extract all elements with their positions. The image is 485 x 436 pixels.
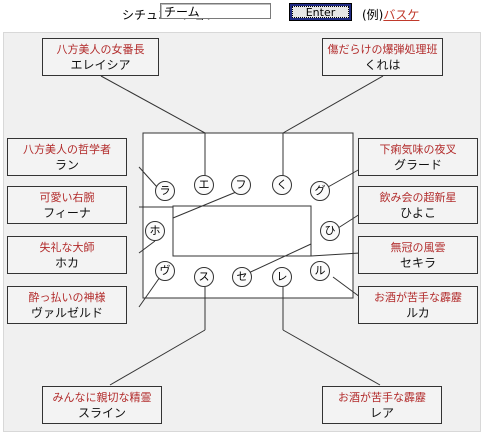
- member-name: レア: [369, 406, 394, 420]
- enter-button-label: Enter: [292, 6, 349, 18]
- seat-left-mid[interactable]: ホ: [145, 221, 165, 241]
- member-title: 八方美人の哲学者: [23, 143, 111, 156]
- seat-bottom-5[interactable]: ル: [310, 261, 330, 281]
- member-name: ルカ: [406, 306, 430, 320]
- seat-top-1[interactable]: ラ: [155, 181, 175, 201]
- member-title: 八方美人の女番長: [56, 43, 145, 56]
- member-title: 飲み会の超新星: [379, 191, 457, 204]
- seat-top-3[interactable]: フ: [231, 175, 251, 195]
- seating-panel: [3, 32, 481, 432]
- member-card-right-1[interactable]: 下痢気味の夜叉 グラード: [358, 138, 478, 176]
- member-title: お酒が苦手な霹靂: [374, 291, 462, 304]
- member-name: ひよこ: [399, 206, 436, 220]
- member-title: みんなに親切な精霊: [52, 391, 152, 404]
- member-card-left-2[interactable]: 可愛い右腕 フィーナ: [7, 186, 127, 224]
- member-title: 傷だらけの爆弾処理班: [327, 43, 438, 56]
- member-title: 下痢気味の夜叉: [379, 143, 457, 156]
- seat-bottom-1[interactable]: ヴ: [155, 261, 175, 281]
- example-prefix: (例): [362, 8, 384, 22]
- member-title: 酔っ払いの神様: [28, 291, 106, 304]
- member-card-left-3[interactable]: 失礼な大師 ホカ: [7, 236, 127, 274]
- member-name: ホカ: [54, 256, 79, 270]
- member-card-right-2[interactable]: 飲み会の超新星 ひよこ: [358, 186, 478, 224]
- member-card-right-3[interactable]: 無冠の風雲 セキラ: [358, 236, 478, 274]
- member-name: スライン: [77, 406, 126, 420]
- member-card-top-left[interactable]: 八方美人の女番長 エレイシア: [42, 38, 159, 76]
- member-card-left-1[interactable]: 八方美人の哲学者 ラン: [7, 138, 127, 176]
- member-card-right-4[interactable]: お酒が苦手な霹靂 ルカ: [358, 286, 478, 324]
- member-name: くれは: [364, 58, 401, 72]
- member-name: セキラ: [399, 256, 436, 270]
- member-title: お酒が苦手な霹靂: [338, 391, 426, 404]
- situation-bar: シチュエーション: Enter (例)バスケ: [0, 0, 485, 28]
- member-title: 無冠の風雲: [390, 241, 446, 254]
- member-title: 失礼な大師: [39, 241, 95, 254]
- member-card-top-right[interactable]: 傷だらけの爆弾処理班 くれは: [322, 38, 443, 76]
- member-name: ヴァルゼルド: [30, 306, 103, 320]
- seat-bottom-2[interactable]: ス: [194, 267, 214, 287]
- seat-right-mid[interactable]: ひ: [320, 221, 340, 241]
- member-card-bottom-left[interactable]: みんなに親切な精霊 スライン: [42, 386, 162, 424]
- situation-input[interactable]: [160, 3, 271, 19]
- seat-top-2[interactable]: エ: [194, 175, 214, 195]
- member-name: エレイシア: [70, 58, 131, 72]
- seat-top-5[interactable]: グ: [310, 181, 330, 201]
- member-name: フィーナ: [43, 206, 91, 220]
- member-name: ラン: [54, 158, 79, 172]
- member-card-left-4[interactable]: 酔っ払いの神様 ヴァルゼルド: [7, 286, 127, 324]
- seat-top-4[interactable]: く: [272, 175, 292, 195]
- member-card-bottom-right[interactable]: お酒が苦手な霹靂 レア: [322, 386, 442, 424]
- example-link[interactable]: バスケ: [383, 8, 420, 22]
- member-name: グラード: [393, 158, 442, 172]
- enter-button[interactable]: Enter: [289, 3, 352, 21]
- seat-bottom-3[interactable]: セ: [232, 267, 252, 287]
- example-text: (例)バスケ: [362, 6, 419, 23]
- seat-bottom-4[interactable]: レ: [272, 267, 292, 287]
- member-title: 可愛い右腕: [39, 191, 95, 204]
